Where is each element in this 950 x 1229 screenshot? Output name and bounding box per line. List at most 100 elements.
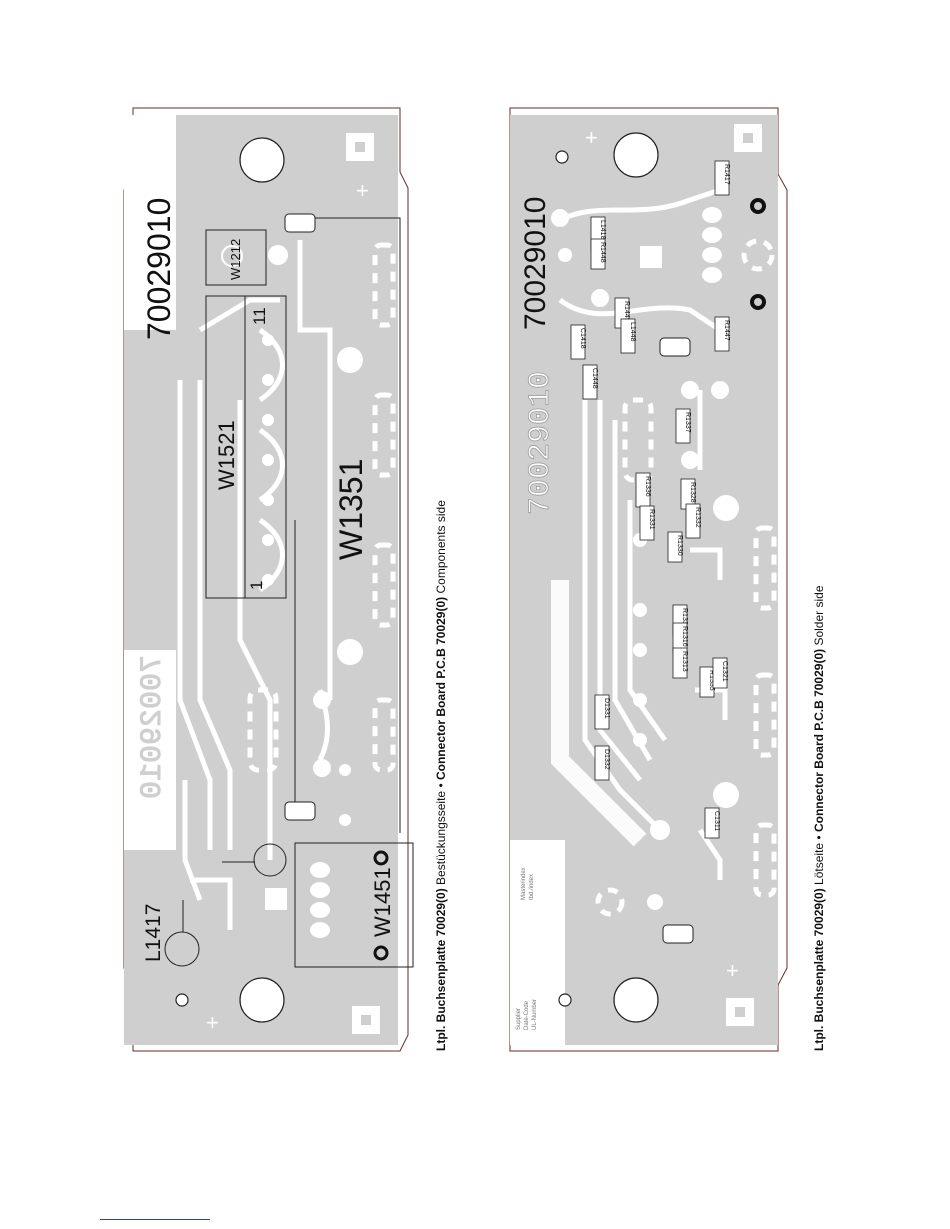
right-pcb-number-outline: 70029010 xyxy=(524,371,558,515)
right-mounting-holes xyxy=(555,132,739,1023)
ref-l1417: L1417 xyxy=(142,904,165,962)
part-box xyxy=(620,318,636,354)
part-box xyxy=(704,807,720,839)
pad xyxy=(633,603,647,617)
ref-w1212: W1212 xyxy=(228,239,243,280)
part-r1336: R1336 xyxy=(635,472,651,508)
trace xyxy=(697,828,723,880)
mount-hole xyxy=(239,977,285,1023)
plus-mark: + xyxy=(206,1010,219,1035)
plus-mark: + xyxy=(726,958,739,983)
part-box xyxy=(675,408,691,444)
pad xyxy=(262,534,274,546)
svg-text:Supplier: Supplier xyxy=(148,150,154,172)
square-pad xyxy=(265,888,287,910)
w1451-pin-ring xyxy=(373,850,389,866)
pad xyxy=(702,247,722,263)
w1451-pin-ring xyxy=(373,945,389,961)
right-caption-bold2: Connector Board P.C.B 70029(0) xyxy=(812,649,826,832)
left-pcb-number-mirror: 70029010 xyxy=(136,655,170,799)
part-label: R1332 xyxy=(694,507,701,528)
pad xyxy=(591,289,609,307)
pad xyxy=(262,574,274,586)
pin-1-label: 1 xyxy=(247,581,266,590)
part-c1418: C1418 xyxy=(570,324,586,360)
svg-text:UL-Number: UL-Number xyxy=(132,150,138,181)
part-label: R1448 xyxy=(599,242,606,263)
part-box xyxy=(594,745,610,781)
part-label: L1418 xyxy=(599,220,606,240)
left-caption-bold: Ltpl. Buchsenplatte 70029(0) xyxy=(434,888,448,1051)
pad xyxy=(713,782,739,808)
pad xyxy=(337,347,363,373)
pad xyxy=(337,639,363,665)
w1451-outline xyxy=(294,842,414,968)
left-traces xyxy=(177,240,333,930)
right-side-text-2: Masterindex tbd./index xyxy=(521,867,535,900)
trace xyxy=(198,297,280,333)
slot xyxy=(741,238,775,272)
plus-mark: + xyxy=(585,125,598,150)
pad xyxy=(262,494,274,506)
part-label: R1336 xyxy=(644,476,651,497)
part-label: D1332 xyxy=(603,749,610,770)
trace xyxy=(627,500,668,742)
part-label: R1334 xyxy=(681,608,688,629)
right-caption-mid: Lötseite • xyxy=(812,832,826,888)
slot xyxy=(372,542,396,628)
plus-mark: + xyxy=(356,178,369,203)
right-pcb-number: 70029010 xyxy=(519,197,552,330)
trace xyxy=(597,400,642,782)
part-r1330: R1330 xyxy=(667,531,683,563)
part-label: R1330 xyxy=(676,535,683,556)
slot xyxy=(753,525,777,611)
pad xyxy=(551,209,569,227)
left-mounting-holes xyxy=(175,137,363,1023)
pad xyxy=(702,227,722,243)
mount-hole xyxy=(239,137,285,183)
right-caption-bold: Ltpl. Buchsenplatte 70029(0) xyxy=(812,888,826,1051)
part-label: R1417 xyxy=(723,164,730,185)
part-label: R1449 xyxy=(623,301,630,322)
trace xyxy=(190,877,233,930)
square-pad xyxy=(640,246,662,268)
part-box xyxy=(639,505,655,541)
left-side-text: Supplier Date-Code UL-Number xyxy=(132,150,154,181)
trace xyxy=(182,780,203,901)
part-label: R1337 xyxy=(684,412,691,433)
pad xyxy=(339,814,351,826)
part-label: C1418 xyxy=(579,328,586,349)
trace xyxy=(690,547,723,580)
pad xyxy=(268,245,288,265)
pad xyxy=(681,451,699,469)
pad xyxy=(310,902,330,918)
part-c1448: C1448 xyxy=(582,364,598,400)
mount-hole xyxy=(613,977,659,1023)
ref-w1521: W1521 xyxy=(214,420,239,490)
square-pad-inner xyxy=(743,133,753,143)
left-component-outlines xyxy=(164,217,414,968)
part-label: D1331 xyxy=(603,698,610,719)
part-label: R1316 xyxy=(681,626,688,647)
left-pcb-number: 70029010 xyxy=(141,198,177,340)
slot xyxy=(595,887,625,917)
right-caption-tail: Solder side xyxy=(812,585,826,649)
right-board-label-area xyxy=(510,840,565,1045)
part-label: L1448 xyxy=(629,322,636,342)
w1212-ring xyxy=(221,245,243,267)
part-label: R1313 xyxy=(681,651,688,672)
trace xyxy=(177,380,213,850)
part-box xyxy=(672,647,688,679)
right-pad-ring xyxy=(750,198,766,310)
trace xyxy=(558,187,721,223)
svg-text:Supplier: Supplier xyxy=(516,1008,522,1030)
slot xyxy=(753,672,777,758)
pad xyxy=(711,381,729,399)
square-pad-inner xyxy=(361,1015,371,1025)
pad xyxy=(262,334,274,346)
pad xyxy=(713,495,739,521)
pad xyxy=(310,882,330,898)
w1451-pads xyxy=(310,862,330,938)
part-label: R1335 xyxy=(708,670,715,691)
